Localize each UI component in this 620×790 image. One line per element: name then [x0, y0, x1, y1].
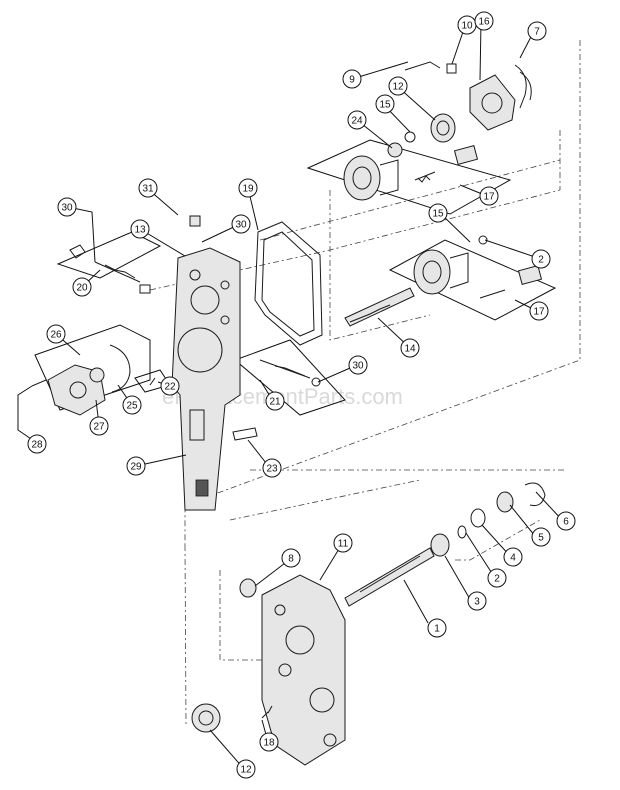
- svg-text:1: 1: [434, 624, 440, 635]
- callout-5[interactable]: 5: [531, 527, 551, 547]
- callout-22[interactable]: 22: [160, 376, 180, 396]
- svg-text:27: 27: [93, 422, 105, 433]
- svg-text:12: 12: [240, 765, 252, 776]
- svg-text:16: 16: [478, 17, 490, 28]
- svg-text:3: 3: [474, 597, 480, 608]
- callout-17-upper[interactable]: 17: [479, 186, 499, 206]
- svg-text:22: 22: [164, 382, 176, 393]
- callout-2-lower[interactable]: 2: [487, 568, 507, 588]
- svg-text:24: 24: [351, 116, 363, 127]
- svg-text:5: 5: [538, 533, 544, 544]
- callout-9[interactable]: 9: [342, 69, 362, 89]
- drive-shaft-assembly: [261, 482, 546, 719]
- callout-16[interactable]: 16: [474, 11, 494, 31]
- callout-8[interactable]: 8: [281, 548, 301, 568]
- svg-text:6: 6: [563, 517, 569, 528]
- callout-2-upper[interactable]: 2: [531, 249, 551, 269]
- callout-21[interactable]: 21: [265, 391, 285, 411]
- svg-text:2: 2: [494, 574, 500, 585]
- callout-31[interactable]: 31: [138, 178, 158, 198]
- svg-text:18: 18: [263, 738, 275, 749]
- svg-text:15: 15: [379, 100, 391, 111]
- svg-text:17: 17: [533, 307, 545, 318]
- callout-4[interactable]: 4: [503, 547, 523, 567]
- callout-29[interactable]: 29: [126, 456, 146, 476]
- callout-11[interactable]: 11: [333, 533, 353, 553]
- callout-25[interactable]: 25: [122, 395, 142, 415]
- svg-text:30: 30: [352, 361, 364, 372]
- svg-text:17: 17: [483, 192, 495, 203]
- svg-text:30: 30: [235, 220, 247, 231]
- svg-text:31: 31: [142, 184, 154, 195]
- lower-housing: [191, 574, 346, 766]
- callout-14[interactable]: 14: [400, 338, 420, 358]
- upper-pump-assembly: [343, 61, 532, 201]
- center-section-plate: [171, 247, 241, 511]
- svg-text:11: 11: [338, 539, 349, 550]
- group-brackets: [34, 139, 557, 416]
- svg-text:2: 2: [538, 255, 544, 266]
- svg-text:23: 23: [266, 464, 278, 475]
- svg-text:8: 8: [288, 554, 294, 565]
- callout-6[interactable]: 6: [556, 511, 576, 531]
- svg-text:21: 21: [269, 397, 281, 408]
- svg-text:7: 7: [534, 27, 540, 38]
- callout-27[interactable]: 27: [89, 416, 109, 436]
- callout-17-lower[interactable]: 17: [529, 301, 549, 321]
- lower-pump-assembly: [344, 235, 543, 327]
- svg-text:9: 9: [349, 75, 355, 86]
- svg-text:13: 13: [134, 225, 146, 236]
- callout-12-upper[interactable]: 12: [388, 76, 408, 96]
- callout-20[interactable]: 20: [72, 277, 92, 297]
- callout-10[interactable]: 10: [457, 15, 477, 35]
- svg-text:10: 10: [461, 21, 473, 32]
- svg-text:14: 14: [404, 344, 416, 355]
- small-parts-left: [69, 215, 321, 441]
- svg-text:25: 25: [126, 401, 138, 412]
- callout-15-upper[interactable]: 15: [375, 94, 395, 114]
- callout-1[interactable]: 1: [427, 618, 447, 638]
- svg-text:19: 19: [242, 184, 254, 195]
- svg-text:4: 4: [510, 553, 516, 564]
- callout-12-lower[interactable]: 12: [236, 759, 256, 779]
- callout-26[interactable]: 26: [46, 324, 66, 344]
- svg-text:30: 30: [61, 203, 73, 214]
- svg-text:15: 15: [432, 209, 444, 220]
- callout-3[interactable]: 3: [467, 591, 487, 611]
- callout-19[interactable]: 19: [238, 178, 258, 198]
- callout-30-top[interactable]: 30: [231, 214, 251, 234]
- callout-13[interactable]: 13: [130, 219, 150, 239]
- callout-30-right[interactable]: 30: [348, 355, 368, 375]
- assembly-guide-lines: [149, 40, 581, 726]
- callout-24[interactable]: 24: [347, 110, 367, 130]
- callout-18[interactable]: 18: [259, 732, 279, 752]
- svg-text:26: 26: [50, 330, 62, 341]
- callout-28[interactable]: 28: [27, 434, 47, 454]
- charge-pump-cover: [31, 344, 131, 416]
- svg-text:29: 29: [130, 462, 142, 473]
- svg-text:12: 12: [392, 82, 404, 93]
- svg-text:28: 28: [31, 440, 43, 451]
- callouts: 1 2 2 3 4 5 6 7 8 9 10 11 12 12 13 14 15…: [27, 11, 576, 779]
- svg-text:20: 20: [76, 283, 88, 294]
- callout-7[interactable]: 7: [527, 21, 547, 41]
- gasket: [254, 221, 323, 346]
- callout-30-left[interactable]: 30: [57, 197, 77, 217]
- callout-15-lower[interactable]: 15: [428, 203, 448, 223]
- callout-23[interactable]: 23: [262, 458, 282, 478]
